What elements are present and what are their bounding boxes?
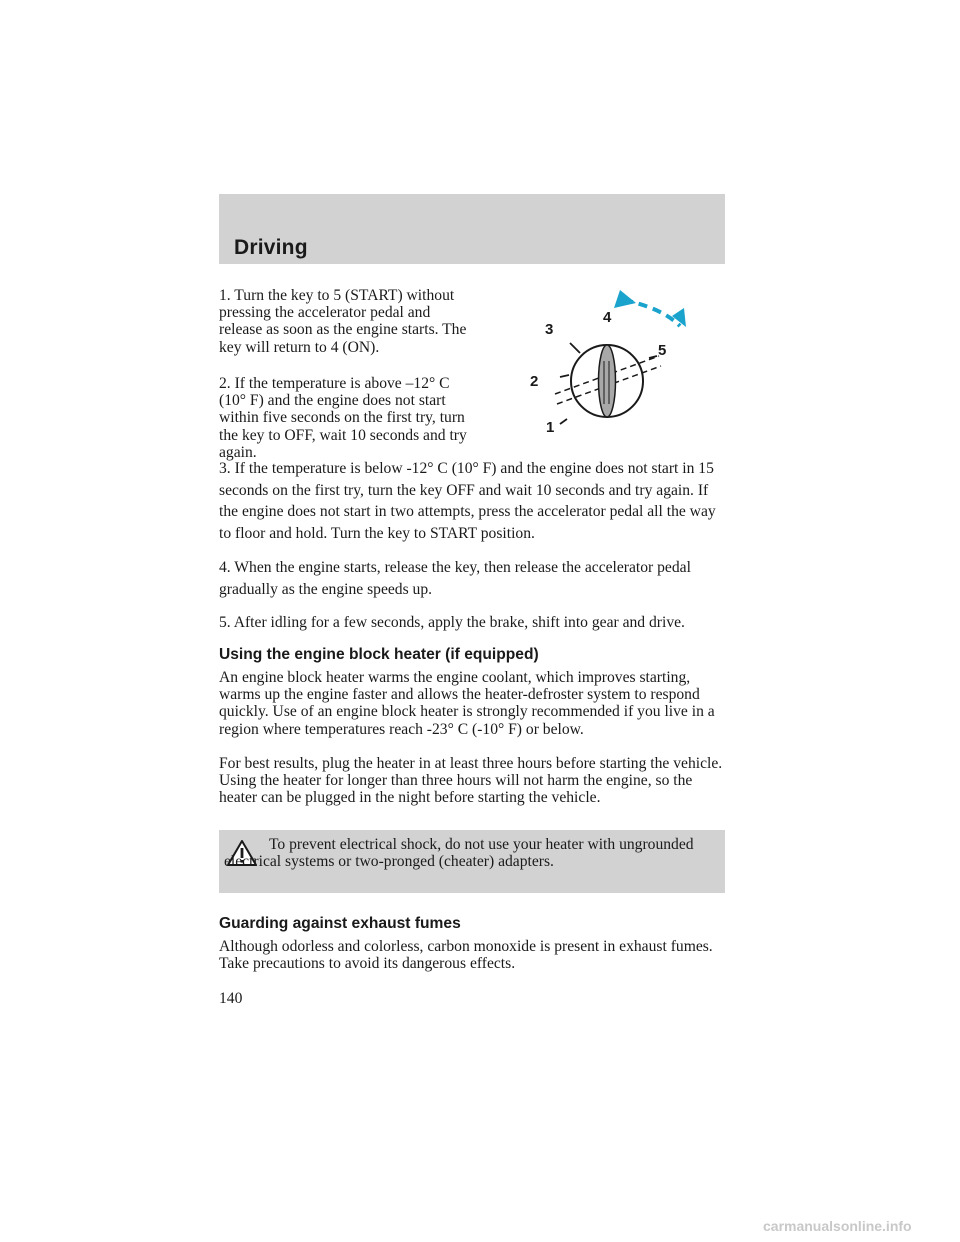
position-2-label: 2 (530, 373, 538, 390)
ignition-switch-diagram: 1 2 3 4 5 (530, 290, 686, 436)
warning-box: To prevent electrical shock, do not use … (219, 830, 725, 893)
step-2: 2. If the temperature is above –12° C (1… (219, 375, 467, 461)
step-1: 1. Turn the key to 5 (START) without pre… (219, 287, 467, 356)
exhaust-heading: Guarding against exhaust fumes (219, 915, 461, 932)
position-4-label: 4 (603, 309, 612, 326)
section-header-band: Driving (219, 194, 725, 264)
block-heater-paragraph-1: An engine block heater warms the engine … (219, 669, 715, 738)
section-title: Driving (234, 236, 308, 259)
step-3: 3. If the temperature is below -12° C (1… (219, 460, 716, 542)
position-5-label: 5 (658, 342, 666, 359)
key-icon (597, 344, 617, 418)
position-1-label: 1 (546, 419, 554, 436)
watermark: carmanualsonline.info (763, 1218, 912, 1234)
block-heater-heading: Using the engine block heater (if equipp… (219, 646, 539, 663)
position-3-label: 3 (545, 321, 553, 338)
exhaust-paragraph: Although odorless and colorless, carbon … (219, 938, 713, 973)
block-heater-paragraph-2: For best results, plug the heater in at … (219, 755, 723, 807)
page-number: 140 (219, 990, 243, 1007)
step-5: 5. After idling for a few seconds, apply… (219, 614, 685, 631)
step-4: 4. When the engine starts, release the k… (219, 559, 691, 598)
warning-text: To prevent electrical shock, do not use … (224, 836, 694, 871)
rotation-arrow-icon (614, 290, 686, 328)
warning-triangle-icon (227, 840, 257, 866)
